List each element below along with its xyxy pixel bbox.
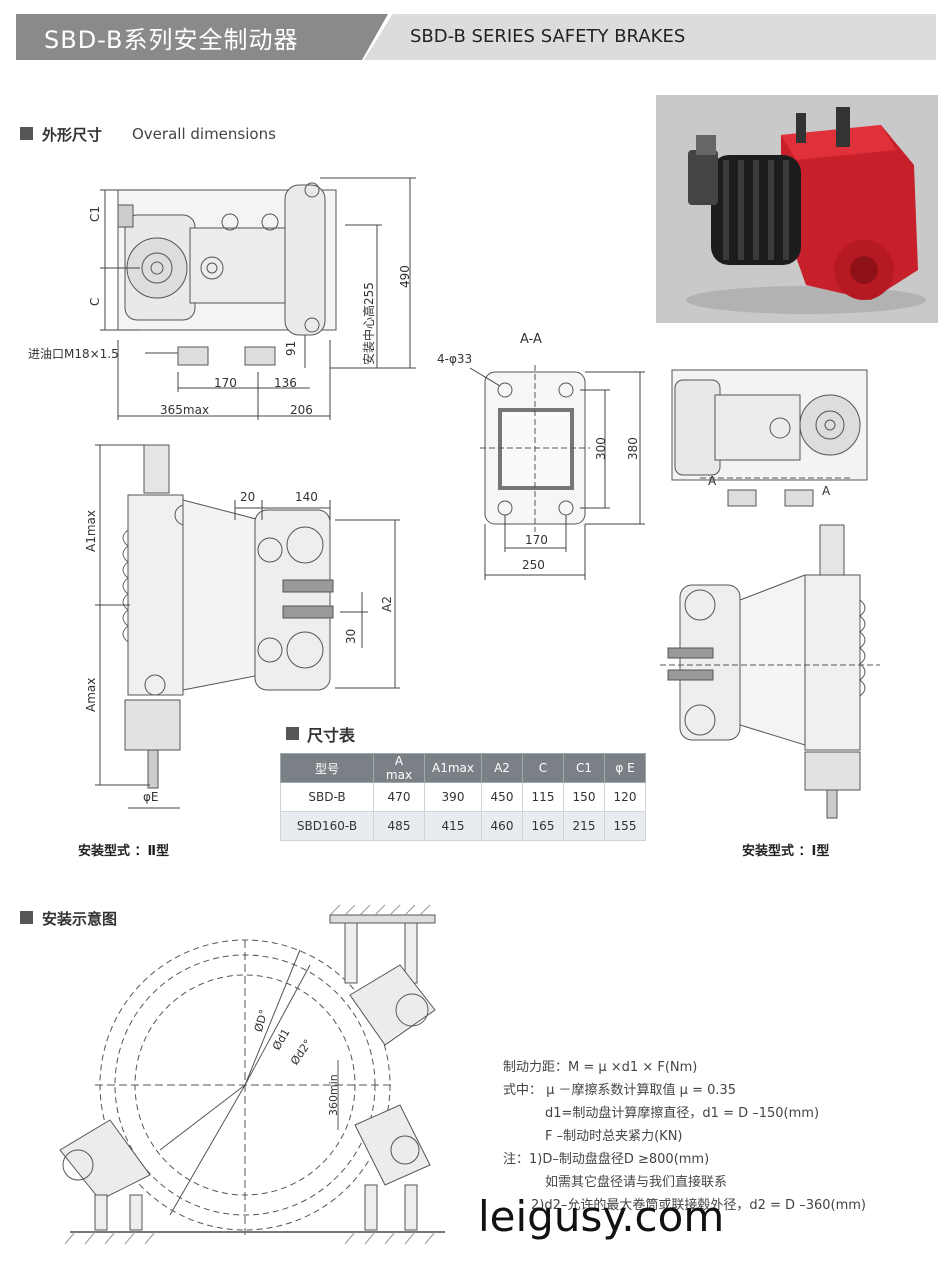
installation-diagram <box>59 904 445 1245</box>
view-a-right: A <box>822 484 831 498</box>
col-header-amax: A max <box>373 753 425 783</box>
dim-phie: φE <box>143 790 159 804</box>
dim-250: 250 <box>522 558 545 572</box>
dim-136: 136 <box>274 376 297 390</box>
formula-line: d1=制动盘计算摩擦直径，d1 = D –150(mm) <box>545 1106 820 1121</box>
table-cell: 450 <box>481 782 523 812</box>
dim-170-top: 170 <box>214 376 237 390</box>
top-view-drawing <box>117 182 337 366</box>
table-cell: 165 <box>522 811 564 841</box>
size-table-title: 尺寸表 <box>307 726 356 745</box>
dim-365max: 365max <box>160 403 210 417</box>
table-cell: 120 <box>604 782 646 812</box>
table-cell: 215 <box>563 811 605 841</box>
table-row: SBD160-B 485 415 460 165 215 155 <box>280 811 646 841</box>
header-subtitle-bar <box>364 14 936 60</box>
product-photo <box>656 95 938 323</box>
formula-line: 2)d2–允许的最大卷筒或联接毂外径，d2 = D –360(mm) <box>531 1198 866 1213</box>
table-row: SBD-B 470 390 450 115 150 120 <box>280 782 646 812</box>
formula-line: 式中： μ －摩擦系数计算取值 μ = 0.35 <box>503 1083 737 1098</box>
header-title-cn: SBD-B系列安全制动器 <box>44 26 299 54</box>
dim-a2: A2 <box>380 596 394 612</box>
col-header-a1max: A1max <box>424 753 482 783</box>
header-title-bar <box>16 14 388 60</box>
dim-490: 490 <box>398 265 412 288</box>
col-header-c1: C1 <box>563 753 605 783</box>
dim-91: 91 <box>284 340 298 356</box>
dim-amax: Amax <box>84 677 98 712</box>
dim-c: C <box>88 297 102 306</box>
dim-170-aa: 170 <box>525 533 548 547</box>
install-center-height: 安装中心高255 <box>362 282 376 365</box>
formula-line: F –制动时总夹紧力(KN) <box>545 1129 683 1144</box>
brake-photo-illustration <box>656 95 938 323</box>
table-cell: 415 <box>424 811 482 841</box>
dim-a1max: A1max <box>84 510 98 552</box>
table-cell: SBD160-B <box>280 811 374 841</box>
section-subtitle-overall: Overall dimensions <box>132 125 276 143</box>
table-cell: 390 <box>424 782 482 812</box>
dim-d1: Ød1 <box>270 1026 293 1053</box>
formula-line: 注：1)D–制动盘盘径D ≥800(mm) <box>503 1152 710 1167</box>
dim-300: 300 <box>594 437 608 460</box>
aa-holes-label: 4-φ33 <box>437 352 473 366</box>
table-cell: 470 <box>373 782 425 812</box>
col-header-phie: φ E <box>604 753 646 783</box>
dim-30: 30 <box>344 628 358 644</box>
dim-360min: 360min <box>327 1074 340 1116</box>
section-marker-icon <box>20 911 33 924</box>
mount-type-i: 安装型式 ：Ⅰ型 <box>742 844 830 859</box>
dim-d2: Ød2° <box>288 1036 315 1068</box>
table-marker-icon <box>286 727 299 740</box>
col-header-model: 型号 <box>280 753 374 783</box>
table-cell: 155 <box>604 811 646 841</box>
dim-c1: C1 <box>88 205 102 222</box>
formula-block: 制动力距：M = μ ×d1 × F(Nm) 式中： μ －摩擦系数计算取值 μ… <box>503 1056 866 1217</box>
watermark: leigusy.com <box>478 1192 725 1241</box>
dim-140: 140 <box>295 490 318 504</box>
section-title-install: 安装示意图 <box>42 910 118 928</box>
right-top-view-drawing <box>671 369 868 507</box>
table-cell: SBD-B <box>280 782 374 812</box>
size-table: 型号 A max A1max A2 C C1 φ E SBD-B 470 390… <box>280 753 646 841</box>
table-cell: 150 <box>563 782 605 812</box>
dim-outer-d: ØD° <box>252 1008 271 1034</box>
section-title-overall: 外形尺寸 <box>42 126 103 144</box>
table-cell: 485 <box>373 811 425 841</box>
oil-inlet-label: 进油口M18×1.5 <box>28 347 119 361</box>
section-marker-icon <box>20 127 33 140</box>
formula-line: 制动力距：M = μ ×d1 × F(Nm) <box>503 1060 698 1075</box>
dim-380: 380 <box>626 437 640 460</box>
col-header-c: C <box>522 753 564 783</box>
table-cell: 460 <box>481 811 523 841</box>
right-side-view-drawing <box>660 524 880 819</box>
col-header-a2: A2 <box>481 753 523 783</box>
aa-section-drawing <box>480 365 590 532</box>
header-title-en: SBD-B SERIES SAFETY BRAKES <box>410 26 686 47</box>
dim-20: 20 <box>240 490 256 504</box>
view-a-left: A <box>708 474 717 488</box>
table-cell: 115 <box>522 782 564 812</box>
formula-line: 如需其它盘径请与我们直接联系 <box>545 1175 728 1190</box>
mount-type-ii: 安装型式 ：Ⅱ型 <box>78 844 170 859</box>
aa-section-title: A-A <box>520 332 542 347</box>
dim-206: 206 <box>290 403 313 417</box>
